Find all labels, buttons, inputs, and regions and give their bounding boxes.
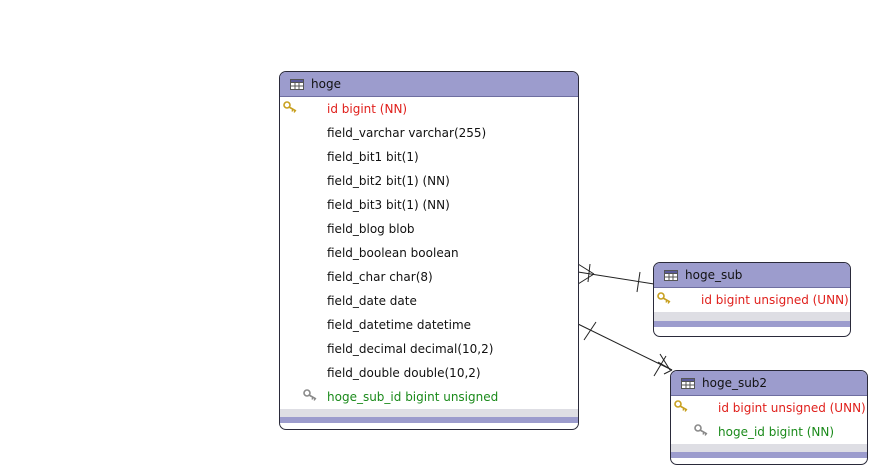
column-list: id bigint unsigned (UNN) (654, 288, 850, 312)
column-row[interactable]: field_bit2 bit(1) (NN) (280, 169, 578, 193)
column-label: field_blog blob (327, 222, 415, 236)
column-label: id bigint unsigned (UNN) (718, 401, 866, 415)
column-label: field_double double(10,2) (327, 366, 481, 380)
column-row[interactable]: field_datetime datetime (280, 313, 578, 337)
column-row[interactable]: field_date date (280, 289, 578, 313)
column-label: field_varchar varchar(255) (327, 126, 487, 140)
column-label: field_char char(8) (327, 270, 433, 284)
foreign-key-icon (303, 389, 319, 401)
one-mark-hoge-sub-end (636, 271, 641, 293)
column-label: field_boolean boolean (327, 246, 459, 260)
column-row[interactable]: hoge_id bigint (NN) (671, 420, 867, 444)
table-icon (664, 269, 678, 281)
column-label: field_decimal decimal(10,2) (327, 342, 494, 356)
one-mark-hoge-end (583, 321, 597, 341)
column-row[interactable]: id bigint unsigned (UNN) (671, 396, 867, 420)
foreign-key-icon (694, 424, 710, 436)
entity-footer-bar (671, 452, 867, 458)
entity-hoge-sub[interactable]: hoge_sub id bigint unsigned (UNN) (653, 262, 851, 337)
entity-title: hoge (311, 77, 341, 91)
column-row[interactable]: hoge_sub_id bigint unsigned (280, 385, 578, 409)
column-row[interactable]: id bigint (NN) (280, 97, 578, 121)
relation-hoge-hoge-sub2 (577, 323, 673, 371)
primary-key-icon (283, 101, 299, 113)
column-list: id bigint (NN) field_varchar varchar(255)… (280, 97, 578, 409)
entity-header: hoge_sub (654, 263, 850, 288)
column-label: field_date date (327, 294, 417, 308)
entity-title: hoge_sub (685, 268, 743, 282)
entity-hoge[interactable]: hoge id bigint (NN) field_varchar varchar… (279, 71, 579, 430)
table-icon (290, 78, 304, 90)
column-label: field_bit1 bit(1) (327, 150, 419, 164)
column-row[interactable]: field_decimal decimal(10,2) (280, 337, 578, 361)
column-label: id bigint (NN) (327, 102, 408, 116)
entity-footer (671, 444, 867, 452)
column-row[interactable]: field_varchar varchar(255) (280, 121, 578, 145)
entity-footer-bar (654, 321, 850, 327)
column-label: hoge_id bigint (NN) (718, 425, 835, 439)
primary-key-icon (657, 292, 673, 304)
relation-hoge-hoge-sub (577, 271, 655, 285)
column-row[interactable]: field_char char(8) (280, 265, 578, 289)
column-row[interactable]: field_bit3 bit(1) (NN) (280, 193, 578, 217)
column-label: id bigint unsigned (UNN) (701, 293, 849, 307)
column-row[interactable]: field_bit1 bit(1) (280, 145, 578, 169)
column-label: field_bit2 bit(1) (NN) (327, 174, 450, 188)
column-list: id bigint unsigned (UNN) hoge_id bigint (… (671, 396, 867, 444)
entity-footer (280, 409, 578, 417)
column-label: hoge_sub_id bigint unsigned (327, 390, 499, 404)
entity-header: hoge (280, 72, 578, 97)
column-row[interactable]: field_blog blob (280, 217, 578, 241)
column-row[interactable]: field_boolean boolean (280, 241, 578, 265)
column-row[interactable]: id bigint unsigned (UNN) (654, 288, 850, 312)
crowfoot-hoge-end (577, 263, 595, 275)
table-icon (681, 377, 695, 389)
entity-footer-bar (280, 417, 578, 423)
entity-header: hoge_sub2 (671, 371, 867, 396)
entity-footer (654, 312, 850, 321)
entity-title: hoge_sub2 (702, 376, 768, 390)
column-label: field_bit3 bit(1) (NN) (327, 198, 450, 212)
column-label: field_datetime datetime (327, 318, 472, 332)
entity-hoge-sub2[interactable]: hoge_sub2 id bigint unsigned (UNN) hoge_i… (670, 370, 868, 465)
primary-key-icon (674, 400, 690, 412)
column-row[interactable]: field_double double(10,2) (280, 361, 578, 385)
